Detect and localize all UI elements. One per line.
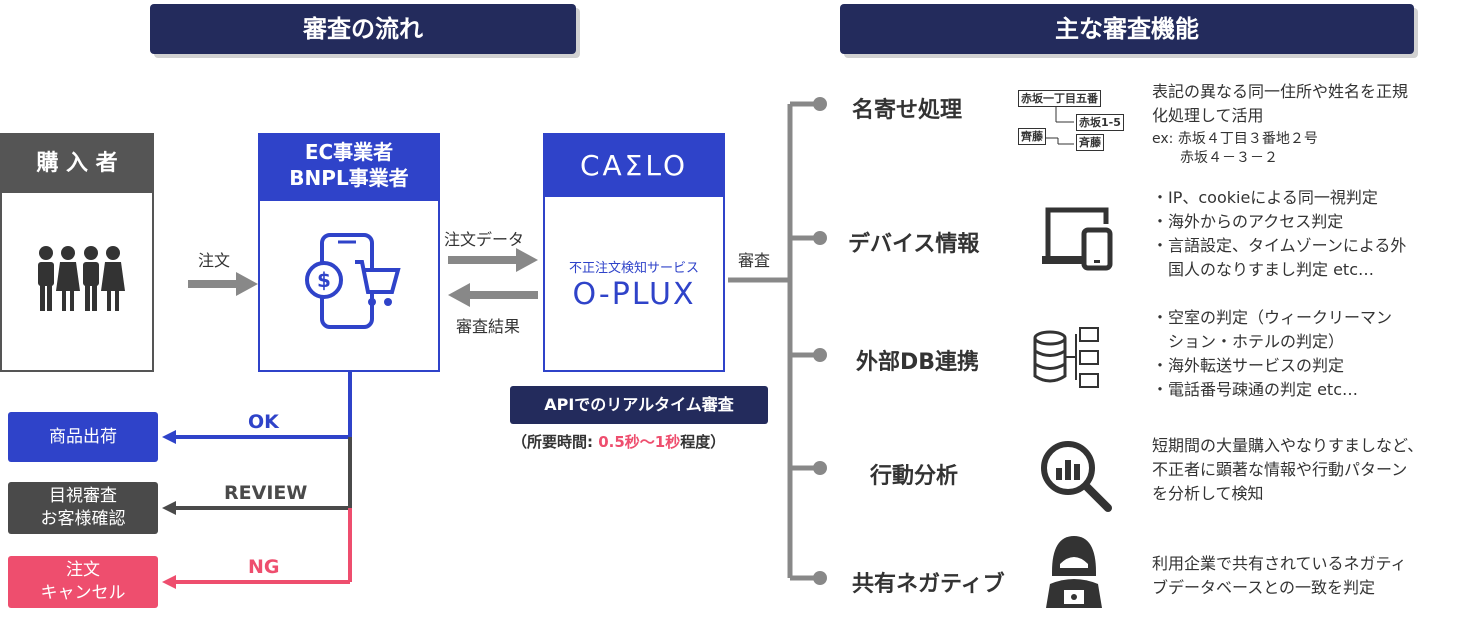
example-line: ex: 赤坂４丁目３番地２号	[1152, 131, 1318, 147]
order-label: 注文	[198, 251, 231, 270]
mobile-shopping-icon: $	[305, 233, 401, 329]
features-header: 主な審査機能	[840, 4, 1414, 54]
flow-header: 審査の流れ	[150, 4, 576, 54]
feature-title-device: デバイス情報	[848, 232, 980, 257]
feature-tree	[728, 97, 827, 585]
review-result-arrow	[448, 283, 538, 307]
desc-line: ション・ホテルの判定）	[1152, 332, 1345, 351]
feature-desc-shared-negative: 利用企業で共有されているネガティ ブデータベースとの一致を判定	[1152, 552, 1407, 600]
desc-line: 国人のなりすまし判定 etc…	[1152, 260, 1375, 279]
api-badge: APIでのリアルタイム審査	[510, 386, 768, 424]
oplux-box: CAΣLO 不正注文検知サービス O-PLUX	[543, 133, 725, 372]
hacker-icon	[1046, 536, 1102, 608]
outcome-ok-label: OK	[248, 411, 279, 433]
feature-title-name-matching: 名寄せ処理	[852, 98, 963, 123]
feature-desc-name-matching: 表記の異なる同一住所や姓名を正規 化処理して活用	[1152, 80, 1408, 128]
desc-line: 表記の異なる同一住所や姓名を正規	[1152, 82, 1409, 101]
outcome-lines	[162, 372, 352, 589]
cacco-logo: CAΣLO	[545, 135, 723, 197]
feature-title-behavior: 行動分析	[870, 464, 959, 489]
name-matching-icon: 赤坂一丁目五番 赤坂1-5 齊藤 斉藤	[1016, 88, 1136, 151]
devices-icon	[1042, 207, 1113, 271]
desc-line: ・海外転送サービスの判定	[1152, 356, 1345, 375]
order-data-label: 注文データ	[444, 230, 525, 249]
feature-desc-external-db: ・空室の判定（ウィークリーマン ション・ホテルの判定） ・海外転送サービスの判定…	[1152, 306, 1392, 402]
sample-name-1: 齊藤	[1018, 128, 1046, 145]
people-icon	[38, 246, 125, 311]
desc-line: ブデータベースとの一致を判定	[1152, 578, 1376, 597]
api-time-suffix: 程度）	[680, 433, 726, 451]
desc-line: 不正者に顕著な情報や行動パターン	[1152, 460, 1408, 479]
feature-example-name-matching: ex: 赤坂４丁目３番地２号 赤坂４－３－２	[1152, 130, 1318, 168]
sample-name-2: 斉藤	[1076, 134, 1104, 151]
svg-text:$: $	[317, 268, 331, 292]
review-box-line2: お客様確認	[40, 509, 126, 529]
cancel-box-line2: キャンセル	[40, 583, 126, 603]
api-time-prefix: （所要時間:	[512, 433, 599, 451]
desc-line: 化処理して活用	[1152, 106, 1264, 125]
database-icon	[1033, 327, 1099, 388]
analytics-search-icon	[1041, 441, 1112, 512]
screening-label: 審査	[738, 251, 771, 270]
cancel-box-line1: 注文	[66, 560, 100, 580]
desc-line: 利用企業で共有されているネガティ	[1152, 554, 1407, 573]
desc-line: を分析して検知	[1152, 484, 1264, 503]
ec-title-line1: EC事業者	[304, 140, 394, 164]
feature-desc-behavior: 短期間の大量購入やなりすましなど、 不正者に顕著な情報や行動パターン を分析して…	[1152, 434, 1423, 506]
desc-line: ・電話番号疎通の判定 etc…	[1152, 380, 1359, 399]
order-arrow	[188, 272, 258, 296]
order-data-arrow	[448, 248, 538, 272]
service-label: 不正注文検知サービス	[568, 261, 699, 276]
desc-line: ・海外からのアクセス判定	[1152, 212, 1344, 231]
sample-address-2: 赤坂1-5	[1076, 114, 1124, 131]
review-box-line1: 目視審査	[49, 486, 117, 506]
ec-box: EC事業者 BNPL事業者 $	[258, 133, 440, 372]
outcome-cancel-box: 注文 キャンセル	[8, 556, 158, 608]
desc-line: ・言語設定、タイムゾーンによる外	[1152, 236, 1407, 255]
ec-title-line2: BNPL事業者	[289, 166, 409, 190]
buyer-box: 購 入 者	[0, 133, 154, 372]
outcome-ship-box: 商品出荷	[8, 412, 158, 462]
oplux-logo: O-PLUX	[572, 277, 696, 312]
desc-line: 短期間の大量購入やなりすましなど、	[1152, 436, 1424, 455]
desc-line: ・IP、cookieによる同一視判定	[1152, 188, 1378, 207]
api-time: （所要時間: 0.5秒～1秒程度）	[512, 431, 725, 452]
review-result-label: 審査結果	[456, 317, 521, 336]
example-line: 赤坂４－３－２	[1152, 150, 1278, 166]
feature-title-external-db: 外部DB連携	[856, 350, 980, 375]
sample-address-1: 赤坂一丁目五番	[1018, 90, 1101, 107]
outcome-review-box: 目視審査 お客様確認	[8, 482, 158, 534]
desc-line: ・空室の判定（ウィークリーマン	[1152, 308, 1393, 327]
feature-desc-device: ・IP、cookieによる同一視判定 ・海外からのアクセス判定 ・言語設定、タイ…	[1152, 186, 1406, 282]
feature-title-shared-negative: 共有ネガティブ	[852, 572, 1005, 597]
api-time-value: 0.5秒～1秒	[598, 433, 681, 451]
outcome-ng-label: NG	[248, 556, 280, 578]
buyer-title: 購 入 者	[2, 135, 152, 193]
outcome-review-label: REVIEW	[224, 482, 308, 504]
